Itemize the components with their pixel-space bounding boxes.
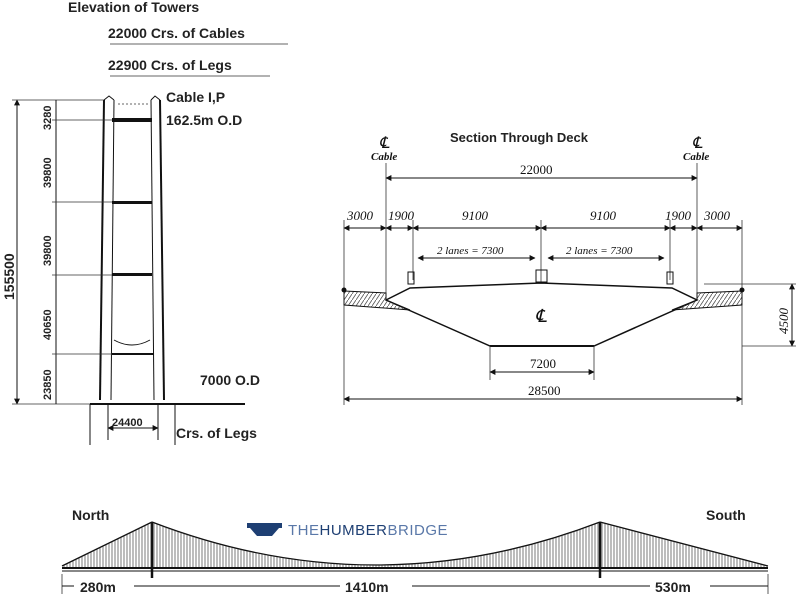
cl-right-label: Cable [683,151,709,163]
brand-logo-bar [247,523,282,528]
tower-title: Elevation of Towers [68,0,199,15]
south-label: South [706,507,746,523]
lanes-l-label: 2 lanes = 7300 [437,245,504,257]
crs-legs-top-label: 22900 Crs. of Legs [108,57,232,73]
brand-wordmark: THEHUMBERBRIDGE [288,522,448,539]
deck-centerline-mark: ℄ [535,306,547,326]
brand-humber: HUMBER [320,522,388,539]
d-9100-r-label: 9100 [590,208,617,223]
seg-4-label: 40650 [42,309,54,340]
barrier-left [407,271,415,285]
crs-legs-bottom-label: Crs. of Legs [176,425,257,441]
d-1900-l-label: 1900 [388,208,415,223]
seg-5-label: 23850 [42,369,54,400]
portal-beam-3 [112,273,152,276]
span-right-bg [650,578,710,594]
total-height-label: 155500 [1,253,17,300]
tower-saddle-left [103,95,115,101]
total-28500-label: 28500 [528,383,561,398]
portal-beam-2 [112,201,152,204]
seg-1-label: 3280 [42,106,54,130]
deck-section: Section Through Deck ℄ Cable ℄ Cable 220… [341,130,796,405]
cl-left-mark: ℄ [379,135,390,152]
span-main-label: 1410m [345,579,389,595]
brand-bridge: BRIDGE [388,522,449,539]
handrail-right [739,287,745,293]
handrail-left [341,287,347,293]
bridge-elevation: North South THEHUMBERBRIDGE 280m 1410m 5… [61,507,769,595]
depth-label: 4500 [776,308,791,335]
brand-logo-hull [250,528,279,536]
brand-the: THE [288,522,320,539]
cable-back-south [599,521,769,567]
span-left-bg [74,578,134,594]
tower-leg-left-outer [99,99,105,401]
barrier-center [535,269,548,283]
portal-beam-4 [112,353,154,355]
deck-title: Section Through Deck [450,130,589,145]
tower-leg-left-inner [110,99,115,401]
d-3000-l-label: 3000 [346,208,374,223]
tower-elevation: Elevation of Towers 22000 Crs. of Cables… [1,0,288,445]
base-od-label: 7000 O.D [200,372,260,388]
barrier-right [666,271,674,285]
hangers [63,522,768,567]
base-width-label: 24400 [112,417,143,429]
d-1900-r-label: 1900 [665,208,692,223]
deck-portal [113,339,151,346]
tower-saddle-right [150,95,161,101]
cl-left-label: Cable [371,151,397,163]
brand-logo: THEHUMBERBRIDGE [247,522,448,539]
north-label: North [72,507,109,523]
crs-cables-label: 22000 Crs. of Cables [108,25,245,41]
d-9100-l-label: 9100 [462,208,489,223]
portal-beam-1 [112,118,152,122]
seg-3-label: 39800 [42,235,54,266]
bottom-7200-label: 7200 [530,356,556,371]
cable-ip-label: Cable I,P [166,89,225,105]
tower-leg-right-outer [159,99,165,401]
span-main-bg [340,578,412,594]
d-3000-r-label: 3000 [703,208,731,223]
lanes-r-label: 2 lanes = 7300 [566,245,633,257]
cable-back-north [61,521,153,567]
cantilever-left [343,290,411,311]
cantilever-right [671,290,743,311]
top-od-label: 162.5m O.D [166,112,242,128]
span-left-label: 280m [80,579,116,595]
cl-right-mark: ℄ [692,135,703,152]
tower-leg-right-inner [150,99,155,401]
seg-2-label: 39800 [42,157,54,188]
span-right-label: 530m [655,579,691,595]
span-22000-label: 22000 [520,162,553,177]
